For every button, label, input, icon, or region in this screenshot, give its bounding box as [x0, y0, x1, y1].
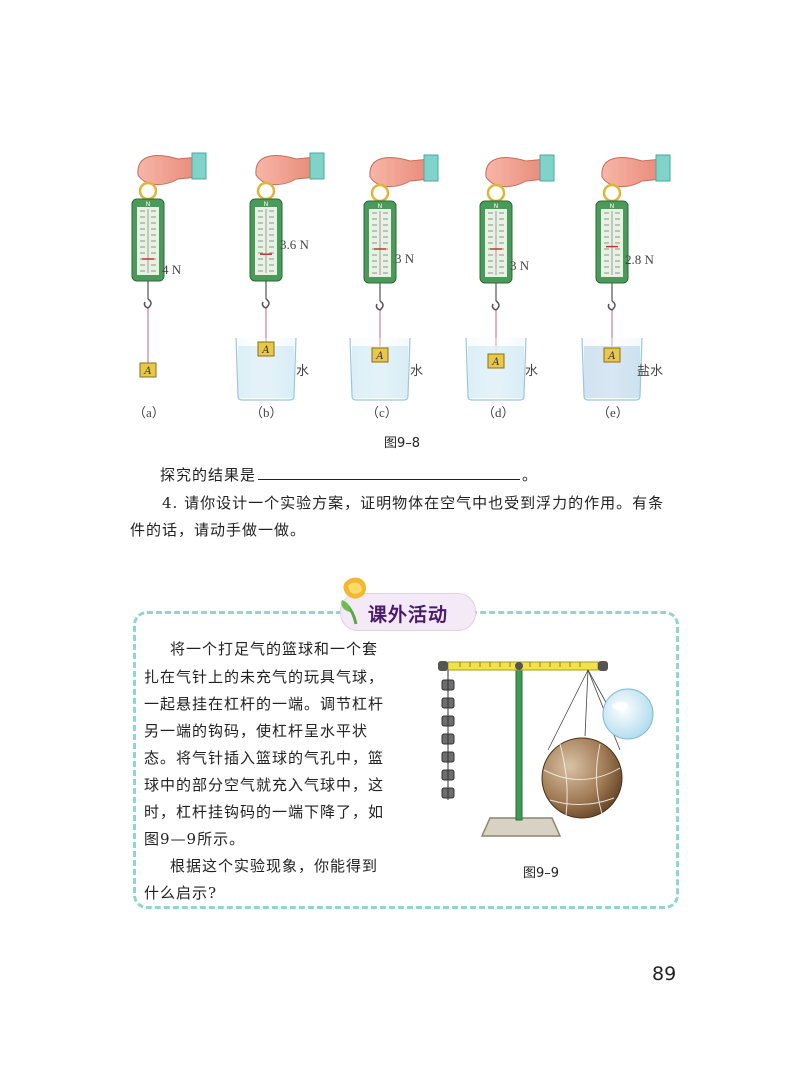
scale-ring — [486, 183, 506, 203]
hook-icon — [491, 300, 500, 311]
activity-title: 课外活动 — [368, 604, 449, 626]
reading-c: 3 N — [395, 251, 415, 266]
hand-icon — [485, 157, 547, 187]
result-prefix: 探究的结果是 — [160, 466, 257, 484]
block-a-label: A — [607, 351, 615, 362]
reading-b: 3.6 N — [280, 237, 309, 252]
sleeve — [191, 152, 207, 180]
spring-scale-panel-e: NA — [581, 154, 671, 401]
basketball — [541, 737, 623, 819]
balloon — [602, 688, 654, 740]
panel-label-a: （a） — [133, 405, 165, 420]
hook-icon — [375, 300, 384, 311]
beaker — [581, 337, 643, 401]
activity-line-2: 扎在气针上的未充气的玩具气球， — [144, 668, 385, 686]
block-a-label: A — [143, 366, 151, 377]
liquid-label-b: 水 — [296, 363, 310, 378]
hook-icon — [143, 298, 152, 309]
hook-icon — [607, 300, 616, 311]
activity-line-8: 图9—9所示。 — [144, 830, 246, 848]
activity-line-6: 球中的部分空气就充入气球中，这 — [144, 776, 385, 794]
block-a — [603, 347, 621, 363]
liquid-label-d: 水 — [525, 363, 539, 378]
block-a — [487, 353, 505, 369]
stand-base — [480, 817, 562, 837]
liquid-label-e: 盐水 — [637, 363, 664, 378]
beaker — [349, 337, 411, 401]
hand-icon — [601, 157, 663, 187]
scale-ring — [370, 183, 390, 203]
figure-9-9 — [438, 661, 654, 837]
panel-label-d: （d） — [482, 405, 515, 420]
scale-ring — [256, 181, 276, 201]
scale-ring — [602, 183, 622, 203]
panel-label-c: （c） — [366, 405, 398, 420]
hand-icon — [137, 155, 199, 185]
block-a-label: A — [491, 357, 499, 368]
beaker — [465, 337, 527, 401]
beaker — [235, 337, 297, 401]
result-suffix: 。 — [522, 466, 539, 484]
spring-scale-panel-d: NA — [465, 154, 555, 401]
block-a — [139, 362, 157, 378]
figure-9-9-caption: 图9–9 — [523, 866, 560, 881]
activity-line-7: 时，杠杆挂钩码的一端下降了，如 — [144, 803, 385, 821]
page-number: 89 — [652, 963, 677, 985]
hook-icon — [261, 298, 270, 309]
panel-label-b: （b） — [250, 405, 283, 420]
scale-unit-letter: N — [610, 203, 615, 210]
sleeve — [539, 154, 555, 182]
sleeve — [655, 154, 671, 182]
answer-blank[interactable] — [258, 465, 521, 480]
spring-scale-panel-a: NA — [131, 152, 207, 378]
scale-unit-letter: N — [378, 203, 383, 210]
scale-unit-letter: N — [494, 203, 499, 210]
sleeve — [309, 152, 325, 180]
panel-label-e: （e） — [597, 405, 629, 420]
activity-line-4: 另一端的钩码，使杠杆呈水平状 — [144, 722, 369, 740]
hand-icon — [255, 155, 317, 185]
spring-scale-panel-c: NA — [349, 154, 439, 401]
sleeve — [423, 154, 439, 182]
reading-a: 4 N — [162, 262, 182, 277]
activity-line-10: 什么启示? — [144, 884, 218, 902]
scale-ring — [138, 181, 158, 201]
stand-pole — [515, 667, 523, 821]
question-4-line1: 4. 请你设计一个实验方案，证明物体在空气中也受到浮力的作用。有条 — [162, 494, 665, 512]
activity-line-9: 根据这个实验现象，你能得到 — [170, 857, 379, 875]
activity-line-5: 态。将气针插入篮球的气孔中，篮 — [144, 749, 385, 767]
scale-unit-letter: N — [264, 201, 269, 208]
reading-d: 3 N — [510, 258, 530, 273]
lever-ticks — [459, 662, 581, 667]
result-prompt: 探究的结果是 。 — [160, 462, 538, 489]
figure-9-8-caption: 图9–8 — [384, 436, 421, 451]
question-4-line2: 件的话，请动手做一做。 — [130, 521, 307, 539]
block-a-label: A — [375, 351, 383, 362]
spring-scale-panel-b: NA — [235, 152, 325, 401]
hand-icon — [369, 157, 431, 187]
block-a-label: A — [261, 345, 269, 356]
pivot — [515, 662, 523, 670]
reading-e: 2.8 N — [625, 252, 654, 267]
activity-line-3: 一起悬挂在杠杆的一端。调节杠杆 — [144, 695, 385, 713]
block-a — [257, 341, 275, 357]
activity-title-pill — [340, 593, 476, 631]
activity-line-1: 将一个打足气的篮球和一个套 — [170, 640, 379, 658]
scale-unit-letter: N — [146, 201, 151, 208]
flower-icon — [341, 577, 366, 625]
block-a — [371, 347, 389, 363]
liquid-label-c: 水 — [410, 363, 424, 378]
